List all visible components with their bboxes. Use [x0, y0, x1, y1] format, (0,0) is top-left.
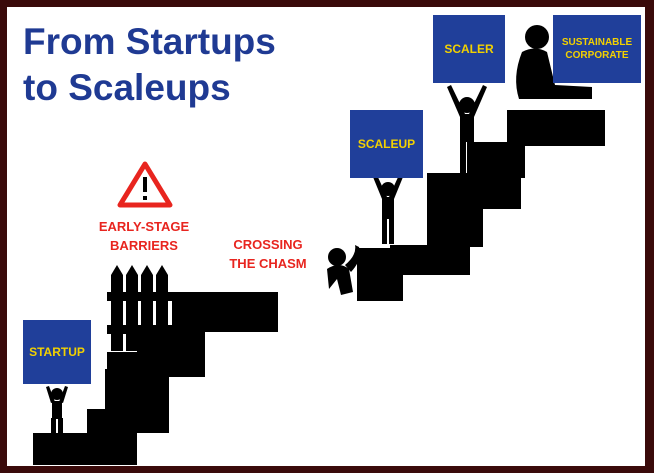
upper-step-2: [390, 245, 470, 275]
step-2: [105, 369, 169, 433]
scaleup-box: SCALEUP: [350, 110, 423, 178]
scaler-box: SCALER: [433, 15, 505, 83]
barriers-line-1: EARLY-STAGE: [98, 219, 190, 234]
step-1: [33, 433, 137, 465]
fence-barrier-icon: [107, 265, 172, 351]
person-sitting-icon: [516, 25, 592, 99]
slide: From Startups to Scaleups: [7, 7, 645, 466]
person-crouching-icon: [327, 245, 360, 295]
sustainable-corporate-box: SUSTAINABLE CORPORATE: [553, 15, 641, 83]
sustainable-line-2: CORPORATE: [565, 50, 629, 61]
chasm-line-1: CROSSING: [233, 237, 303, 252]
step-4: [172, 292, 278, 332]
startup-box: STARTUP: [23, 320, 91, 384]
staircase-diagram: [33, 25, 605, 465]
upper-step-5: [467, 142, 525, 178]
person-lifting-icon: [373, 175, 403, 244]
person-lifting-icon: [46, 386, 68, 434]
upper-step-4: [427, 173, 521, 209]
person-lifting-icon: [447, 85, 487, 173]
crossing-the-chasm-label: CROSSING THE CHASM: [213, 235, 323, 273]
early-stage-barriers-label: EARLY-STAGE BARRIERS: [79, 217, 209, 255]
chasm-line-2: THE CHASM: [229, 256, 307, 271]
upper-step-3: [427, 205, 483, 247]
title-line-1: From Startups: [23, 21, 276, 62]
barriers-line-2: BARRIERS: [110, 238, 178, 253]
upper-step-6: [507, 110, 605, 146]
sustainable-line-1: SUSTAINABLE: [561, 37, 633, 48]
warning-triangle-icon: [117, 161, 173, 208]
title-line-2: to Scaleups: [23, 67, 231, 108]
slide-title: From Startups to Scaleups: [23, 19, 276, 111]
